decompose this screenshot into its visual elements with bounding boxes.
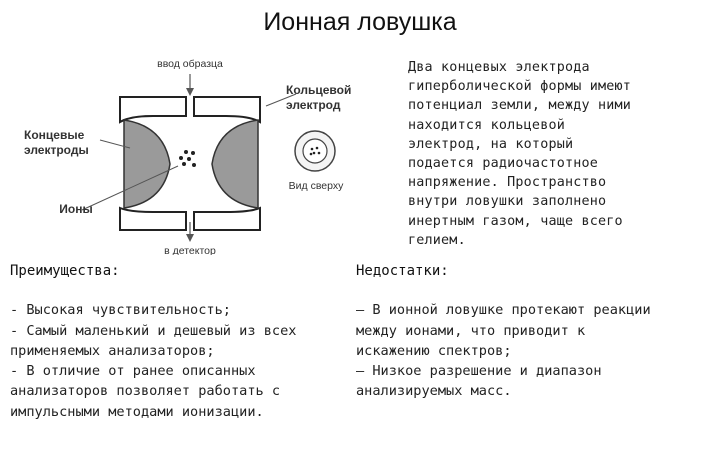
caption-line: потенциал земли, между ними bbox=[408, 98, 632, 114]
advantages-line: применяемых анализаторов; bbox=[10, 342, 215, 359]
disadvantages-line: – Низкое разрешение и диапазон bbox=[356, 363, 602, 380]
advantages-line: - Самый маленький и дешевый из всех bbox=[10, 322, 297, 339]
caption-line: напряжение. Пространство bbox=[408, 175, 607, 191]
to-detector-label: в детектор bbox=[164, 245, 216, 255]
end-electrode-right bbox=[211, 119, 259, 209]
ring-electrode-bottom-right bbox=[193, 206, 261, 231]
caption-line: гиперболической формы имеют bbox=[408, 79, 632, 95]
end-electrodes-label-line2: электроды bbox=[24, 143, 89, 157]
disadvantages-line: анализируемых масс. bbox=[356, 383, 512, 400]
page-title: Ионная ловушка bbox=[263, 8, 457, 36]
caption-line: электрод, на который bbox=[408, 136, 574, 152]
ions-label: Ионы bbox=[59, 202, 92, 216]
top-view-ring-inner bbox=[302, 138, 328, 164]
top-view-ions bbox=[309, 146, 321, 156]
diagram-caption: Два концевых электрода гиперболической ф… bbox=[408, 58, 708, 250]
advantages-section: Преимущества: - Высокая чувствительность… bbox=[10, 261, 355, 422]
caption-line: внутри ловушки заполнено bbox=[408, 194, 607, 210]
ring-electrode-label-line1: Кольцевой bbox=[286, 83, 351, 97]
ring-electrode-top-right bbox=[193, 96, 261, 124]
ion-trap-diagram: ввод образца Кольцевой электрод Концевые… bbox=[18, 50, 398, 255]
caption-line: находится кольцевой bbox=[408, 117, 565, 133]
caption-line: инертным газом, чаще всего bbox=[408, 213, 623, 229]
top-view-label: Вид сверху bbox=[289, 180, 344, 192]
disadvantages-section: Недостатки: – В ионной ловушке протекают… bbox=[356, 261, 716, 402]
ion-trap-schematic: ввод образца Кольцевой электрод Концевые… bbox=[24, 58, 351, 255]
advantages-line: - В отличие от ранее описанных bbox=[10, 363, 256, 380]
disadvantages-line: между ионами, что приводит к bbox=[356, 322, 586, 339]
ring-electrode-bottom-left bbox=[119, 206, 187, 231]
caption-line: подается радиочастотное bbox=[408, 156, 599, 172]
ring-electrode-top-left bbox=[119, 96, 187, 124]
advantages-line: - Высокая чувствительность; bbox=[10, 302, 231, 319]
end-electrodes-label-line1: Концевые bbox=[24, 128, 85, 142]
disadvantages-heading: Недостатки: bbox=[356, 263, 449, 279]
disadvantages-line: искажению спектров; bbox=[356, 342, 512, 359]
disadvantages-line: – В ионной ловушке протекают реакции bbox=[356, 302, 651, 319]
ion-cloud bbox=[179, 150, 196, 167]
ring-electrode-label-line2: электрод bbox=[286, 98, 341, 112]
advantages-line: анализаторов позволяет работать с bbox=[10, 383, 281, 400]
sample-input-label: ввод образца bbox=[157, 58, 223, 70]
advantages-line: импульсными методами ионизации. bbox=[10, 403, 264, 420]
end-electrode-left bbox=[123, 119, 171, 209]
caption-line: гелием. bbox=[408, 232, 466, 248]
caption-line: Два концевых электрода bbox=[408, 60, 590, 75]
advantages-heading: Преимущества: bbox=[10, 263, 120, 279]
